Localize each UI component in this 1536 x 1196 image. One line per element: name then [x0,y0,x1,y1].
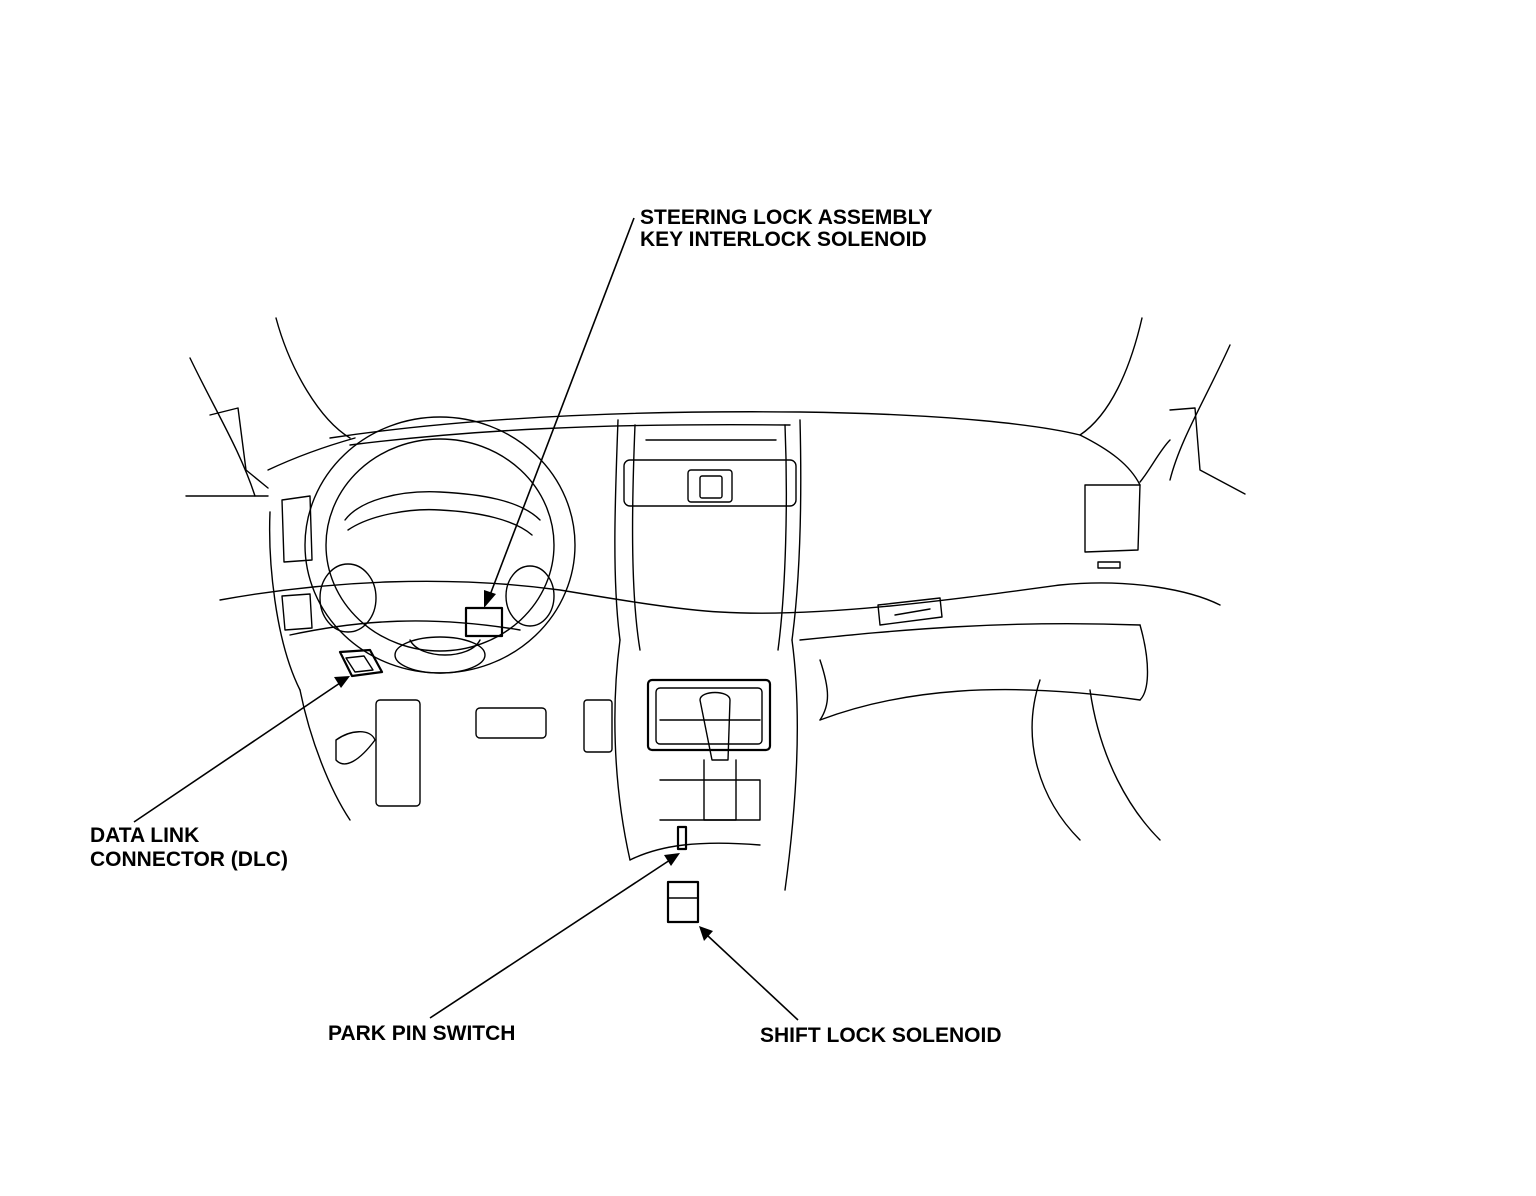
dlc-label-line2: CONNECTOR (DLC) [90,848,288,871]
left-pillar-drawing [185,317,356,691]
steering-wheel [304,416,576,674]
dlc-connector-shape [338,648,384,678]
key-interlock-solenoid-box [464,606,504,638]
park-pin-leader [429,853,680,1019]
park-pin-switch-shape [676,825,688,851]
dlc-label-line1: DATA LINK [90,824,199,847]
park-pin-switch-label: PARK PIN SWITCH [328,1022,515,1045]
steering-lock-label-line2: KEY INTERLOCK SOLENOID [640,228,927,251]
steering-lock-label-line1: STEERING LOCK ASSEMBLY [640,206,932,229]
center-stack [614,419,802,891]
pedals [299,689,613,821]
steering-lock-leader [484,217,635,608]
shift-lock-solenoid-label: SHIFT LOCK SOLENOID [760,1024,1002,1047]
shift-lock-leader [699,926,799,1021]
dashboard-outline [219,411,1221,841]
shift-lock-solenoid-shape [666,880,700,924]
dlc-leader [133,676,350,823]
right-pillar-drawing [1079,317,1246,569]
